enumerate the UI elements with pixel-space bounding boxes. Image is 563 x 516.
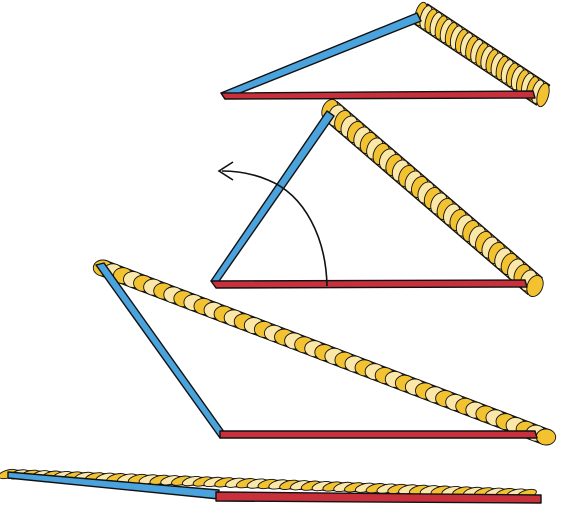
stage-2-spring	[321, 98, 544, 298]
spring-coil	[535, 428, 557, 446]
stage-4-base-bar	[215, 491, 542, 504]
stage-2-arm-bar	[210, 110, 335, 285]
stage-2-base-bar	[210, 279, 528, 289]
stage-2-raised	[210, 98, 544, 298]
stage-3-spring	[92, 259, 557, 446]
rotation-arrow-icon	[221, 170, 328, 287]
stage-3-past-vertical	[92, 259, 557, 446]
stage-3-base-bar	[219, 430, 538, 439]
stage-1-base-bar	[220, 90, 536, 100]
stage-4-spring	[0, 468, 537, 500]
rotation-arrowhead-icon	[217, 161, 234, 181]
stage-1-nearly-closed	[220, 1, 551, 108]
spring-coil	[526, 274, 544, 298]
stage-1-arm-bar	[220, 12, 422, 100]
stage-4-fully-open	[0, 468, 542, 504]
spring-coil	[536, 82, 550, 108]
stage-1-spring	[413, 1, 551, 108]
